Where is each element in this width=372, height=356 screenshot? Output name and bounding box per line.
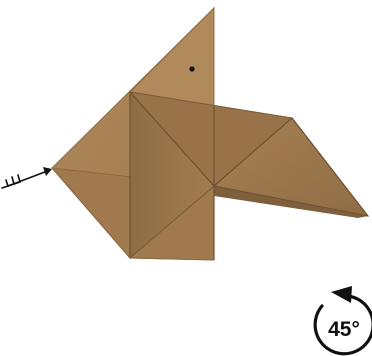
- head-flap: [130, 8, 214, 106]
- eye-dot-icon: [189, 66, 194, 71]
- feathered-arrow-icon: [2, 167, 52, 188]
- rotation-indicator: 45°: [315, 286, 372, 354]
- origami-bird-model: [52, 8, 368, 260]
- rotation-angle-label: 45°: [328, 318, 360, 341]
- rotate-arrowhead-icon: [331, 286, 352, 303]
